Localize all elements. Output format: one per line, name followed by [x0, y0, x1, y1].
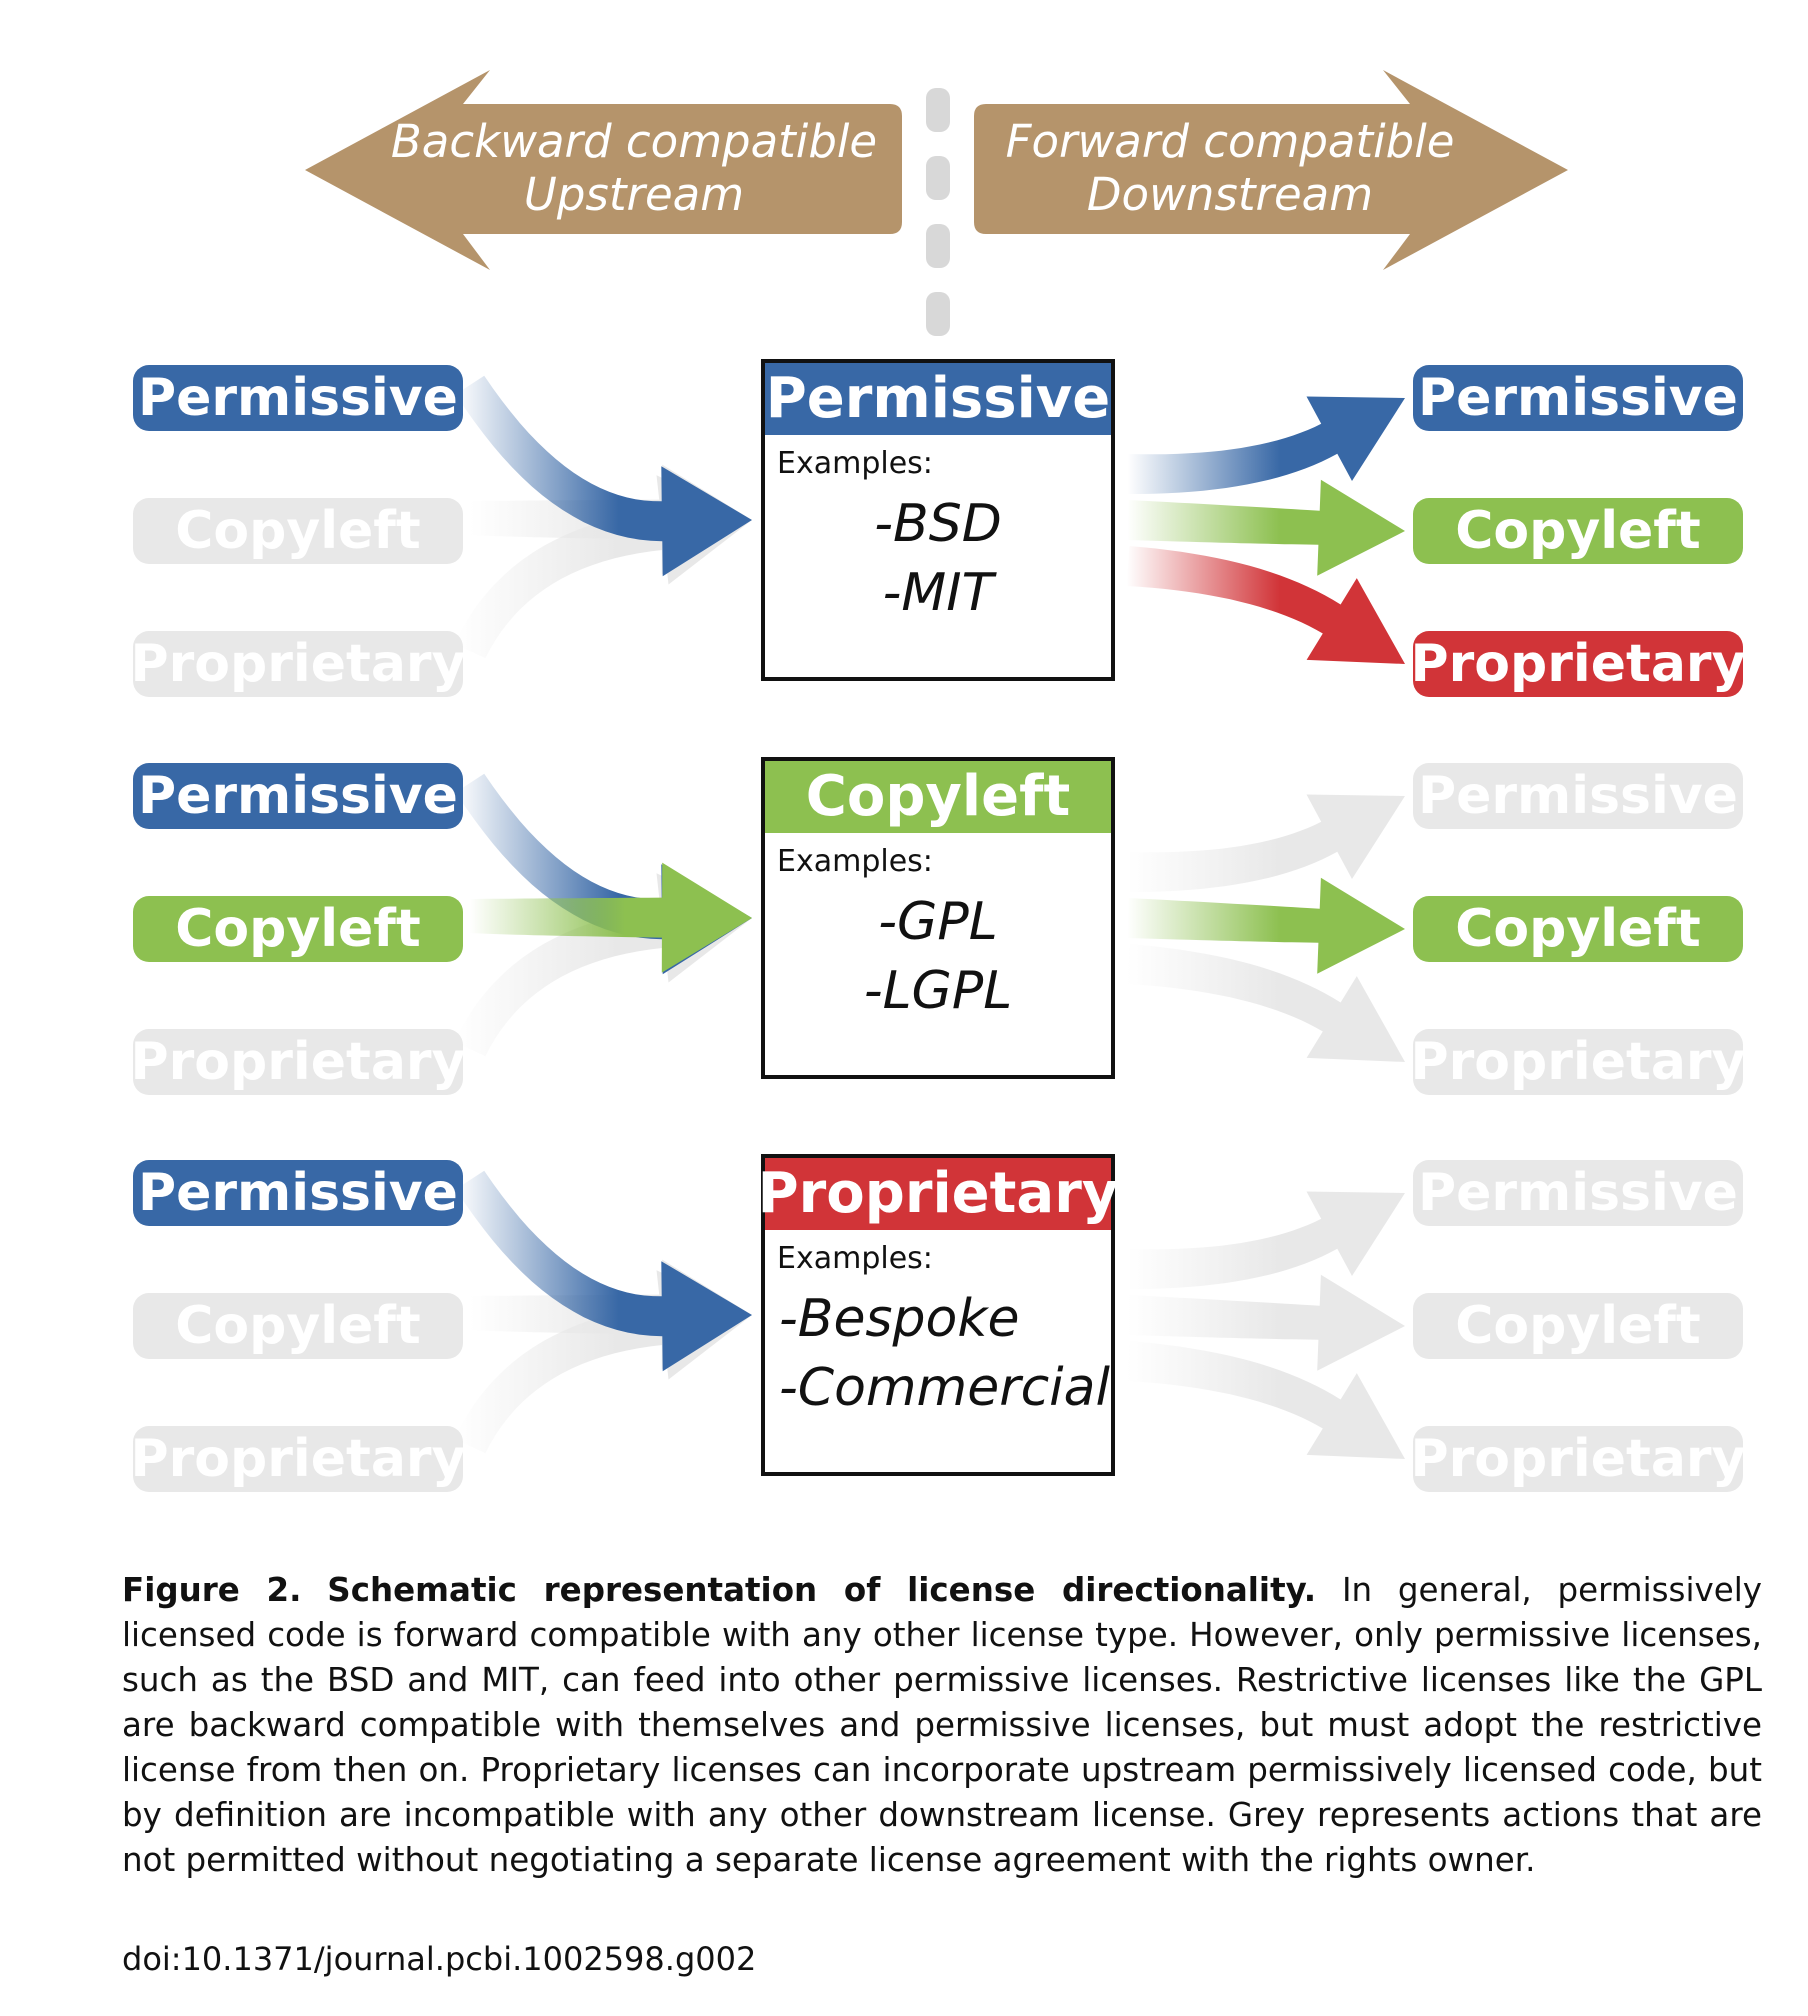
upstream-pill-proprietary	[133, 1426, 463, 1492]
downstream-pill-permissive	[1413, 763, 1743, 829]
downstream-arrow-proprietary	[1126, 546, 1405, 664]
example-item: -LGPL	[864, 961, 1012, 1021]
downstream-pill-permissive	[1413, 365, 1743, 431]
downstream-arrow-copyleft	[1127, 479, 1405, 576]
upstream-pill-copyleft	[133, 896, 463, 962]
downstream-arrow-copyleft	[1127, 877, 1405, 974]
upstream-pill-proprietary	[133, 1029, 463, 1095]
forward-compatible-label: Forward compatible	[1006, 115, 1455, 168]
downstream-pill-permissive-label: Permissive	[1418, 766, 1738, 826]
license-box-header	[765, 363, 1111, 435]
downstream-pill-proprietary	[1413, 1029, 1743, 1095]
upstream-pill-proprietary-label: Proprietary	[131, 1032, 466, 1092]
examples-label: Examples:	[777, 844, 933, 879]
examples-label: Examples:	[777, 446, 933, 481]
upstream-arrow-copyleft	[469, 862, 752, 973]
license-box-title: Permissive	[766, 366, 1111, 431]
backward-compatible-label: Backward compatible	[391, 115, 877, 168]
downstream-arrow-permissive	[1127, 794, 1405, 892]
upstream-pill-permissive	[133, 365, 463, 431]
upstream-arrow-permissive	[455, 375, 752, 577]
license-rows: PermissiveCopyleftProprietaryPermissiveC…	[131, 359, 1746, 1492]
upstream-pill-permissive-label: Permissive	[138, 766, 458, 826]
license-box-header	[765, 1158, 1111, 1230]
header: Backward compatible Upstream Forward com…	[305, 70, 1568, 336]
example-item: -GPL	[878, 892, 997, 952]
downstream-pill-copyleft	[1413, 1293, 1743, 1359]
upstream-pill-proprietary-label: Proprietary	[131, 1429, 466, 1489]
downstream-arrow-proprietary	[1126, 944, 1405, 1062]
upstream-arrows	[454, 375, 752, 659]
upstream-pill-proprietary-label: Proprietary	[131, 634, 466, 694]
license-box-header	[765, 761, 1111, 833]
upstream-arrows	[454, 773, 752, 1057]
upstream-pill-copyleft-label: Copyleft	[175, 1296, 421, 1356]
downstream-arrow-permissive	[1127, 396, 1405, 494]
upstream-pill-copyleft	[133, 1293, 463, 1359]
downstream-pill-proprietary	[1413, 1426, 1743, 1492]
row-proprietary: PermissiveCopyleftProprietaryPermissiveC…	[131, 1154, 1746, 1492]
upstream-label: Upstream	[524, 168, 744, 221]
upstream-pill-permissive	[133, 763, 463, 829]
downstream-pill-copyleft	[1413, 896, 1743, 962]
downstream-arrow-permissive	[1127, 1191, 1405, 1289]
upstream-pill-permissive	[133, 1160, 463, 1226]
caption-title: Schematic representation of license dire…	[327, 1571, 1317, 1609]
downstream-arrows	[1126, 1191, 1405, 1459]
downstream-pill-permissive-label: Permissive	[1418, 368, 1738, 428]
downstream-pill-permissive-label: Permissive	[1418, 1163, 1738, 1223]
downstream-label: Downstream	[1087, 168, 1373, 221]
upstream-arrows	[454, 1170, 752, 1454]
downstream-arrows	[1126, 794, 1405, 1062]
backward-upstream-arrow	[305, 70, 902, 270]
downstream-pill-proprietary	[1413, 631, 1743, 697]
license-directionality-diagram: Backward compatible Upstream Forward com…	[131, 70, 1746, 1492]
example-item: -BSD	[874, 494, 1002, 554]
downstream-pill-permissive	[1413, 1160, 1743, 1226]
license-box-title: Copyleft	[806, 764, 1070, 829]
downstream-pill-copyleft-label: Copyleft	[1455, 1296, 1701, 1356]
upstream-pill-proprietary	[133, 631, 463, 697]
downstream-pill-proprietary-label: Proprietary	[1411, 1032, 1746, 1092]
row-copyleft: PermissiveCopyleftProprietaryPermissiveC…	[131, 757, 1746, 1095]
license-box-title: Proprietary	[758, 1161, 1119, 1226]
downstream-pill-copyleft-label: Copyleft	[1455, 899, 1701, 959]
upstream-pill-permissive-label: Permissive	[138, 368, 458, 428]
downstream-arrow-proprietary	[1126, 1341, 1405, 1459]
downstream-arrow-copyleft	[1127, 1274, 1405, 1371]
upstream-pill-copyleft-label: Copyleft	[175, 501, 421, 561]
downstream-pill-copyleft-label: Copyleft	[1455, 501, 1701, 561]
caption-text: In general, permissively licensed code i…	[122, 1571, 1762, 1879]
examples-label: Examples:	[777, 1241, 933, 1276]
forward-downstream-arrow	[974, 70, 1568, 270]
downstream-pill-proprietary-label: Proprietary	[1411, 634, 1746, 694]
upstream-pill-permissive-label: Permissive	[138, 1163, 458, 1223]
downstream-pill-proprietary-label: Proprietary	[1411, 1429, 1746, 1489]
example-item: -Bespoke	[779, 1289, 1019, 1349]
example-item: -Commercial	[779, 1358, 1110, 1418]
example-item: -MIT	[883, 563, 998, 623]
upstream-pill-copyleft-label: Copyleft	[175, 899, 421, 959]
caption-label: Figure 2.	[122, 1571, 302, 1609]
upstream-pill-copyleft	[133, 498, 463, 564]
center-separator	[926, 88, 950, 336]
downstream-pill-copyleft	[1413, 498, 1743, 564]
upstream-arrow-permissive	[455, 1170, 752, 1372]
figure-caption: Figure 2. Schematic representation of li…	[122, 1568, 1762, 1883]
caption-doi: doi:10.1371/journal.pcbi.1002598.g002	[122, 1940, 757, 1978]
downstream-arrows	[1126, 396, 1405, 664]
